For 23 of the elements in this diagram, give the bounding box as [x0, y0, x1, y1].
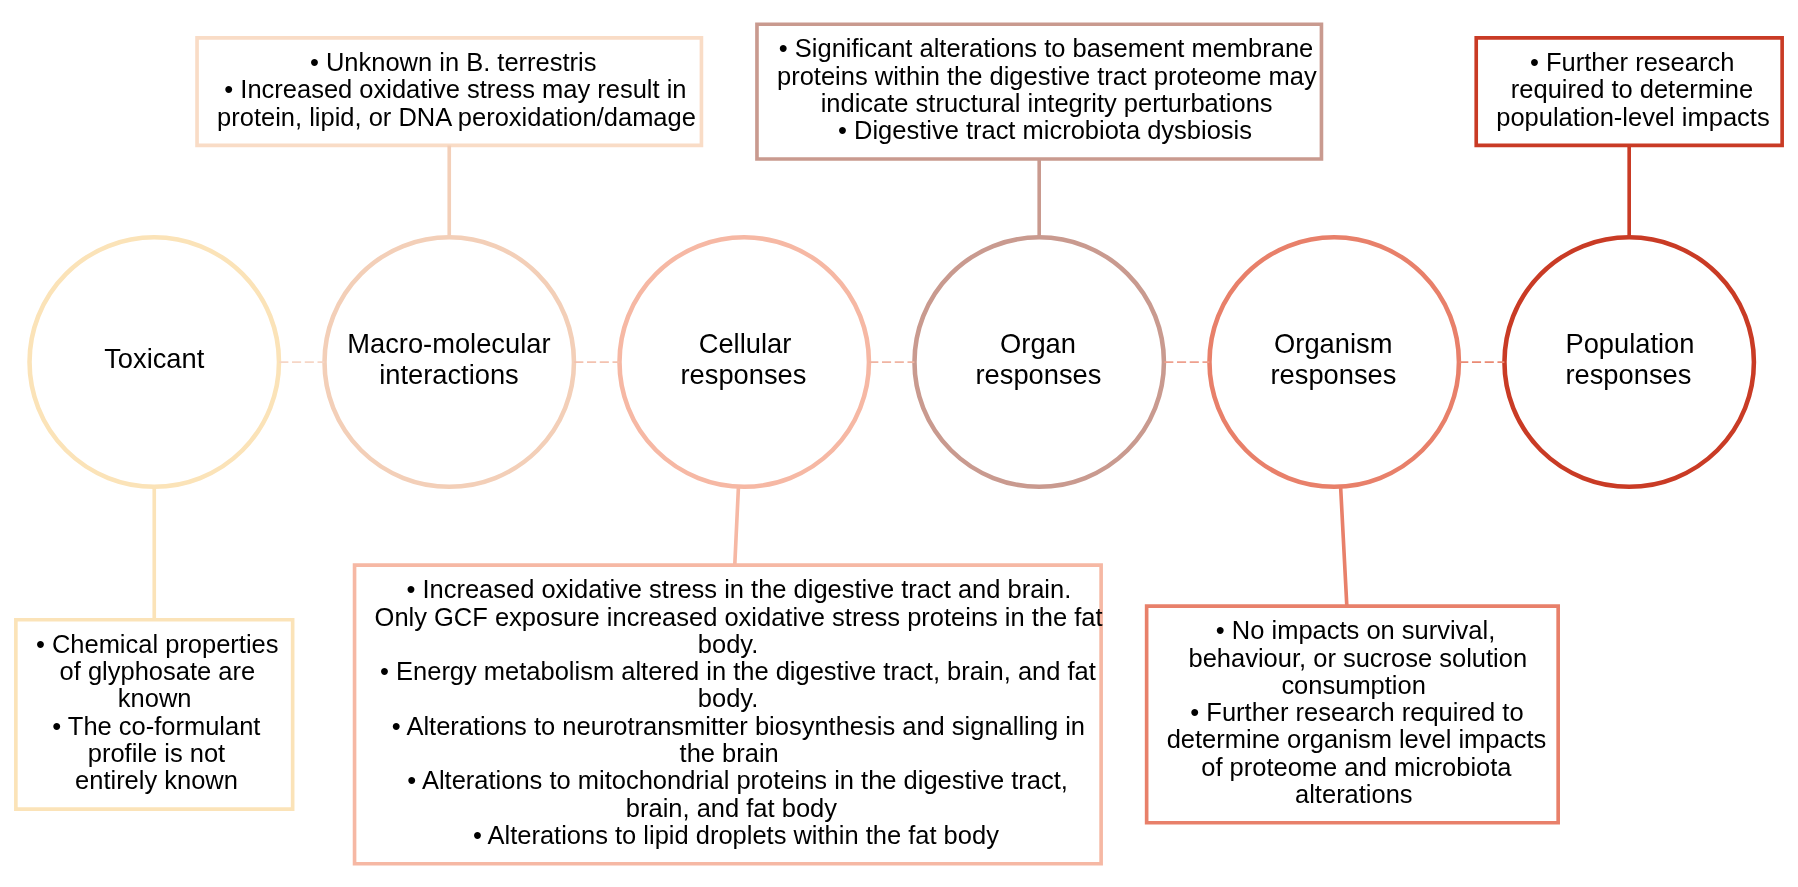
- connector: [1338, 486, 1349, 606]
- node-circle: Macro-molecular interactions: [322, 234, 577, 489]
- connector: [152, 486, 157, 619]
- node-box: • Further research required to determine population-level impacts: [1474, 35, 1784, 147]
- connector: [732, 486, 741, 565]
- node-circle: Toxicant: [27, 234, 282, 489]
- connector: [1627, 145, 1631, 237]
- node-circle: Organ responses: [912, 234, 1167, 489]
- connector: [573, 360, 621, 363]
- connector: [868, 360, 916, 363]
- node-circle: Population responses: [1502, 234, 1757, 489]
- node-box: • No impacts on survival, behaviour, or sucrose solution consumption • Further research required to determine organism level impacts of proteome and microbiota alterations: [1144, 603, 1560, 825]
- connector: [1163, 360, 1211, 363]
- node-circle: Organism responses: [1207, 234, 1462, 489]
- connector: [1037, 158, 1042, 237]
- node-box: • Significant alterations to basement membrane proteins within the digestive tract proteome may indicate structural integrity perturbations • Digestive tract microbiota dysbiosis: [755, 21, 1324, 161]
- node-box: • Unknown in B. terrestris • Increased oxidative stress may result in protein, lipid, or DNA peroxidation/damage: [195, 35, 704, 147]
- node-circle: Cellular responses: [617, 234, 872, 489]
- node-box: • Increased oxidative stress in the digestive tract and brain. Only GCF exposure increased oxidative stress proteins in the fat body. • Energy metabolism altered in the digestive tract, brain, and fat body. • Alterations to neurotransmitter biosynthesis and signalling in the brain • Alterations to mitochondrial proteins in the digestive tract, brain, and fat body • Alterations to lipid droplets within the fat body: [352, 562, 1103, 866]
- node-box: • Chemical properties of glyphosate are known • The co-formulant profile is not entirely known: [14, 617, 295, 811]
- connector: [278, 360, 326, 363]
- connector: [447, 145, 452, 237]
- connector: [1458, 360, 1506, 363]
